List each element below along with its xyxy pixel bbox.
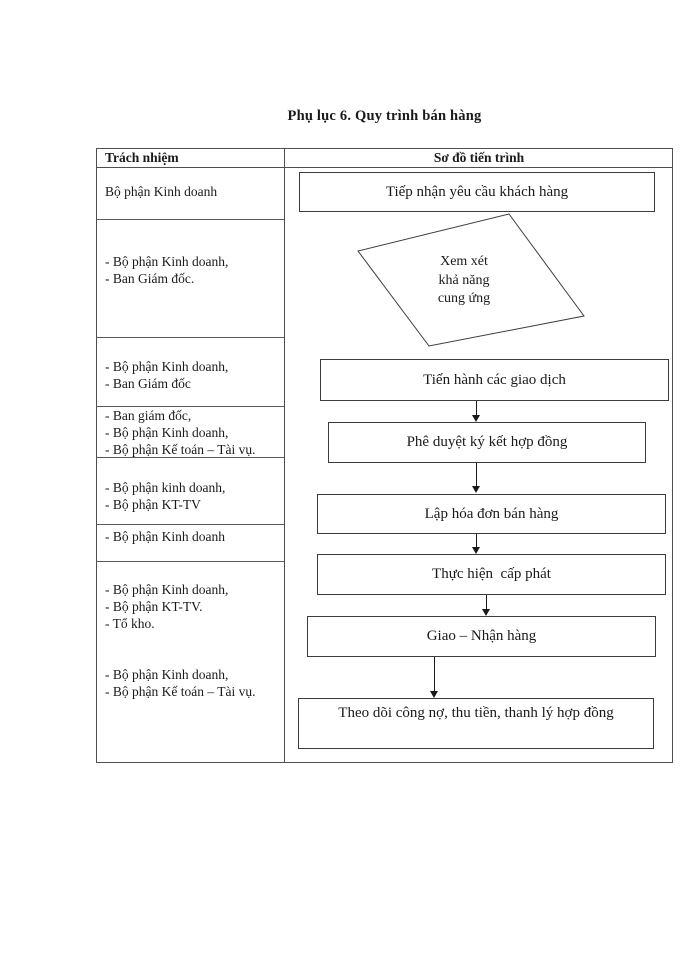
flow-step-approve-contract-box: Phê duyệt ký kết hợp đồng [328, 422, 646, 463]
decision-line: Xem xét [440, 254, 488, 269]
arrow-down-icon [429, 657, 439, 698]
responsibility-line: - Bộ phận KT-TV. [105, 599, 203, 614]
responsibility-line: - Ban Giám đốc. [105, 271, 195, 286]
responsibility-cell: - Bộ phận Kinh doanh, - Bộ phận KT-TV. -… [105, 581, 277, 632]
row-divider [97, 337, 284, 338]
flow-step-receive-request-box: Tiếp nhận yêu cầu khách hàng [299, 172, 655, 212]
responsibility-line: - Bộ phận kinh doanh, [105, 480, 226, 495]
page-title: Phụ lục 6. Quy trình bán hàng [287, 108, 482, 124]
flow-step-create-invoice-box: Lập hóa đơn bán hàng [317, 494, 666, 534]
flow-step-issue-goods-box: Thực hiện cấp phát [317, 554, 666, 595]
header-divider [97, 167, 672, 168]
column-divider [284, 149, 285, 762]
responsibility-cell: - Ban giám đốc, - Bộ phận Kinh doanh, - … [105, 407, 277, 458]
responsibility-cell: - Bộ phận Kinh doanh, - Bộ phận Kế toán … [105, 666, 277, 700]
decision-line: cung ứng [437, 291, 491, 306]
flow-step-deliver-receive-box: Giao – Nhận hàng [307, 616, 656, 657]
row-divider [97, 524, 284, 525]
responsibility-line: - Bộ phận Kinh doanh, [105, 359, 229, 374]
decision-line: khả năng [438, 272, 490, 288]
arrow-down-icon [471, 534, 481, 554]
row-divider [97, 457, 284, 458]
responsibility-cell: Bộ phận Kinh doanh [105, 183, 277, 200]
responsibility-line: - Bộ phận Kế toán – Tài vụ. [105, 442, 256, 457]
arrow-down-icon [471, 401, 481, 422]
responsibility-line: - Ban giám đốc, [105, 408, 192, 423]
flow-step-track-debt-box: Theo dõi công nợ, thu tiền, thanh lý hợp… [298, 698, 654, 749]
responsibility-line: - Tổ kho. [105, 616, 155, 631]
row-divider [97, 406, 284, 407]
responsibility-line: - Bộ phận Kinh doanh, [105, 582, 229, 597]
responsibility-line: - Bộ phận KT-TV [105, 497, 201, 512]
arrow-down-icon [481, 595, 491, 616]
row-divider [97, 219, 284, 220]
responsibility-cell: - Bộ phận Kinh doanh, - Ban Giám đốc. [105, 253, 277, 287]
responsibility-line: - Bộ phận Kinh doanh, [105, 667, 229, 682]
process-table: Trách nhiệm Sơ đồ tiến trình Bộ phận Kin… [96, 148, 673, 763]
responsibility-line: - Bộ phận Kinh doanh, [105, 425, 229, 440]
responsibility-line: - Bộ phận Kinh doanh, [105, 254, 229, 269]
responsibility-cell: - Bộ phận kinh doanh, - Bộ phận KT-TV [105, 479, 277, 513]
responsibility-line: - Bộ phận Kinh doanh [105, 529, 225, 544]
flow-step-transactions-box: Tiến hành các giao dịch [320, 359, 669, 401]
responsibility-cell: - Bộ phận Kinh doanh, - Ban Giám đốc [105, 358, 277, 392]
responsibility-line: Bộ phận Kinh doanh [105, 184, 218, 199]
decision-parallelogram-shape [357, 213, 585, 347]
arrow-down-icon [471, 463, 481, 493]
responsibility-cell: - Bộ phận Kinh doanh [105, 528, 277, 545]
responsibility-column-header: Trách nhiệm [105, 150, 179, 165]
responsibility-line: - Bộ phận Kế toán – Tài vụ. [105, 684, 256, 699]
flow-column-header: Sơ đồ tiến trình [433, 150, 525, 165]
responsibility-line: - Ban Giám đốc [105, 376, 191, 391]
decision-review-supply-label: Xem xét khả năng cung ứng [397, 253, 531, 309]
row-divider [97, 561, 284, 562]
